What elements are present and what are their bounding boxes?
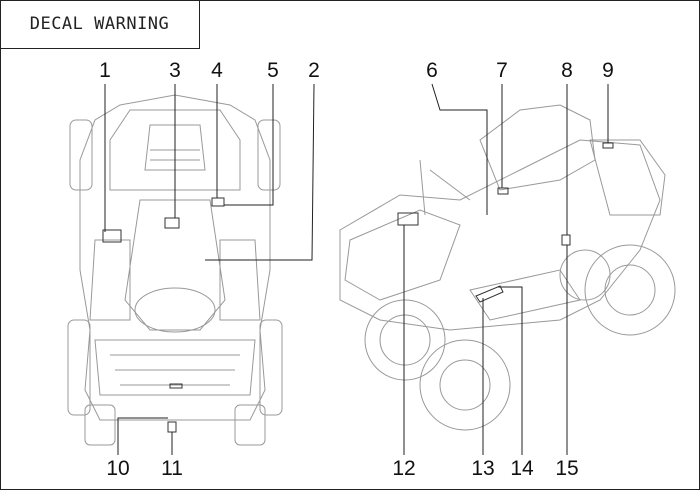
callout-2: 2 <box>308 59 320 82</box>
callout-4: 4 <box>211 59 223 82</box>
callout-13: 13 <box>471 457 495 480</box>
callout-7: 7 <box>496 59 508 82</box>
callout-15: 15 <box>555 457 579 480</box>
page-title: DECAL WARNING <box>29 14 170 34</box>
callout-12: 12 <box>392 457 416 480</box>
callout-1: 1 <box>99 59 111 82</box>
callout-5: 5 <box>267 59 279 82</box>
callout-8: 8 <box>561 59 573 82</box>
callout-lines <box>104 83 609 455</box>
callout-3: 3 <box>169 59 181 82</box>
callout-14: 14 <box>510 457 534 480</box>
callout-9: 9 <box>602 59 614 82</box>
callout-10: 10 <box>106 457 130 480</box>
callout-6: 6 <box>426 59 438 82</box>
callout-11: 11 <box>161 457 183 480</box>
atv-side-view <box>339 104 676 431</box>
title-box: DECAL WARNING <box>0 0 200 49</box>
